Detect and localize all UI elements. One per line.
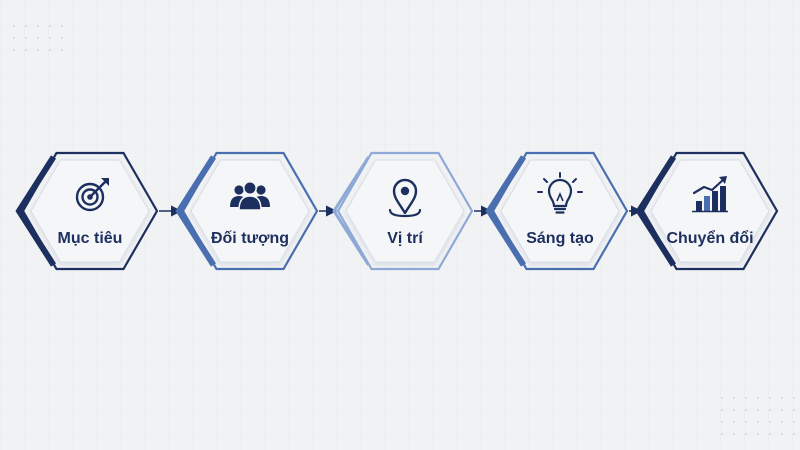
location-pin-icon — [388, 178, 422, 218]
hex-accent — [15, 155, 57, 267]
step-3: Vị trí — [332, 151, 474, 271]
step-4: Sáng tạo — [485, 151, 629, 271]
hex-card — [190, 159, 310, 263]
hex-outline — [21, 151, 159, 271]
people-icon — [230, 181, 270, 211]
step-1: Mục tiêu — [15, 151, 159, 271]
lightbulb-icon — [537, 172, 583, 214]
hex-accent — [175, 155, 217, 267]
growth-chart-icon — [692, 176, 728, 213]
hex-accent — [635, 155, 677, 267]
step-label: Sáng tạo — [526, 230, 594, 247]
dot-pattern-bottom-right — [716, 394, 796, 442]
dot-pattern-top-left — [4, 20, 64, 56]
step-5: Chuyển đổi — [635, 151, 779, 271]
hex-accent — [332, 156, 370, 266]
step-label: Vị trí — [387, 230, 423, 247]
hex-outline — [491, 151, 629, 271]
step-2: Đối tượng — [175, 151, 319, 271]
step-label: Đối tượng — [211, 230, 289, 247]
hex-outline — [641, 151, 779, 271]
hex-card — [500, 159, 620, 263]
hex-outline — [181, 151, 319, 271]
target-icon — [75, 178, 109, 212]
steps: Mục tiêu Đối tượng Vị trí Sáng tạo Chuyển đổ… — [15, 151, 779, 271]
hex-accent — [485, 155, 527, 267]
step-label: Mục tiêu — [58, 230, 123, 247]
step-label: Chuyển đổi — [666, 229, 753, 247]
hex-outline — [336, 151, 474, 271]
